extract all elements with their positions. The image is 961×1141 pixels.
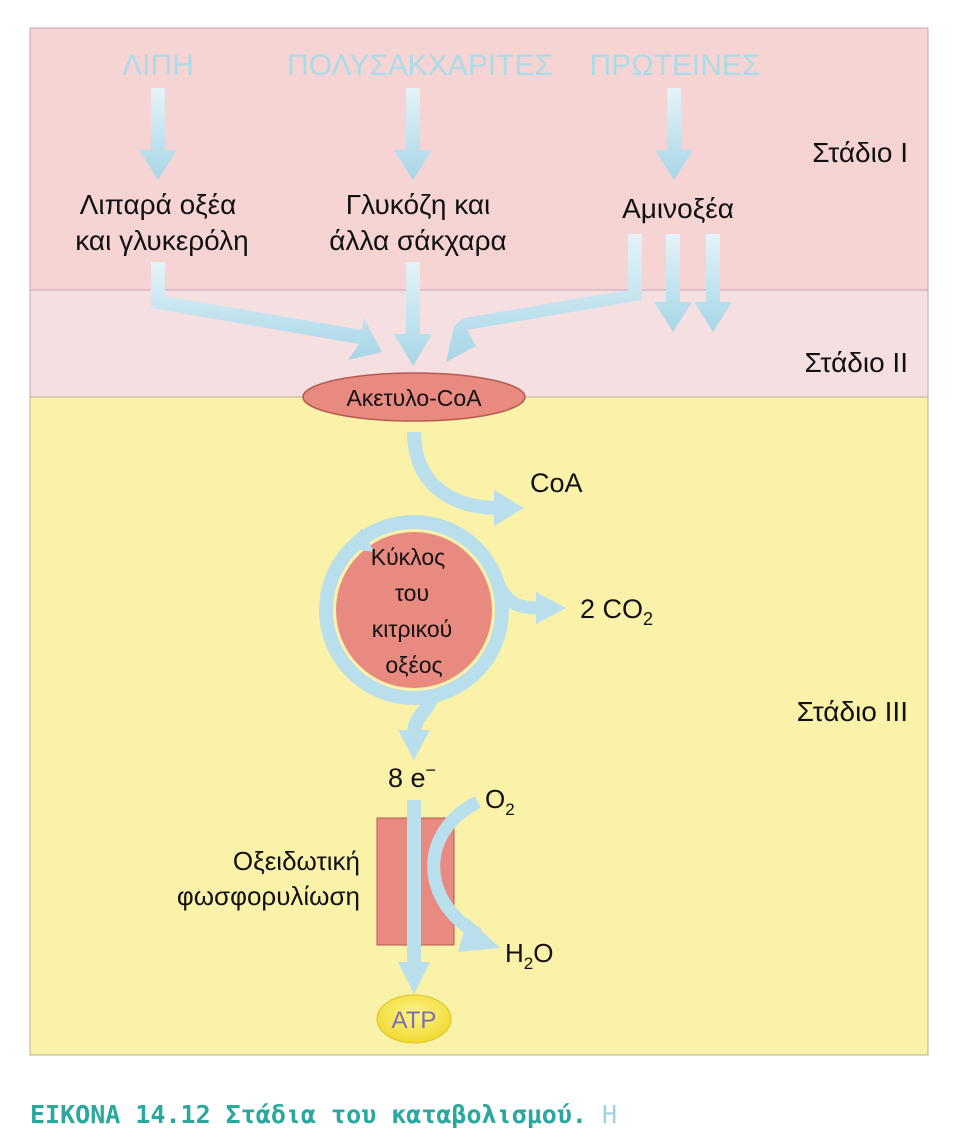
- citric-cycle-node: [336, 532, 492, 688]
- h2o-label: H2O: [505, 938, 553, 973]
- arrow-atp-head: [398, 962, 430, 994]
- arrow-o2-to-h2o: [427, 796, 482, 940]
- o2-label: O2: [485, 784, 515, 819]
- stage-2-arrows: [151, 234, 732, 366]
- atp-node: [376, 994, 452, 1044]
- product-fatty-acids-line2: και γλυκερόλη: [75, 225, 249, 256]
- product-fatty-acids-line1: Λιπαρά οξέα: [80, 189, 237, 220]
- coa-label: CoA: [530, 468, 583, 498]
- cycle-label-line2: του: [395, 580, 429, 606]
- arrow-lipids-down: [139, 88, 177, 180]
- product-glucose-line2: άλλα σάκχαρα: [329, 225, 506, 256]
- arrow-co2: [494, 584, 541, 615]
- arrow-h2o-head: [458, 918, 500, 952]
- arrow-glucose-to-acetyl: [394, 262, 432, 366]
- stage-3-band: [29, 396, 929, 1056]
- cycle-label-line1: Κύκλος: [371, 544, 445, 570]
- caption-label: ΕΙΚΟΝΑ 14.12 Στάδια του καταβολισμού.: [30, 1100, 587, 1129]
- stage-2-label: Στάδιο II: [804, 347, 908, 378]
- arrow-amino-branch-2: [694, 234, 732, 332]
- arrow-acetyl-into-cycle: [407, 431, 501, 515]
- stage-1-band: [29, 27, 929, 291]
- arrow-co2-head: [536, 592, 566, 624]
- product-glucose-line1: Γλυκόζη και: [346, 189, 491, 220]
- arrow-cycle-to-electrons: [407, 692, 439, 735]
- arrow-proteins-down: [655, 88, 693, 180]
- arrow-to-atp-shaft: [407, 800, 421, 968]
- arrow-polysaccharides-down: [394, 88, 432, 180]
- cycle-entry-arrow: [346, 528, 374, 552]
- stage-1-arrows: [139, 88, 693, 180]
- arrow-fatty-acids-to-acetyl: [151, 262, 382, 360]
- co2-label: 2 CO2: [580, 594, 653, 629]
- arrow-amino-branch-1: [654, 234, 692, 332]
- stage-3-label: Στάδιο III: [797, 696, 908, 727]
- source-polysaccharides: ΠΟΛΥΣΑΚΧΑΡΙΤΕΣ: [287, 49, 553, 82]
- oxphos-label-line2: φωσφορυλίωση: [177, 881, 360, 911]
- acetyl-coa-node: [302, 372, 526, 422]
- caption-continuation: Η: [601, 1100, 618, 1129]
- arrow-coa-head: [494, 490, 524, 526]
- electrons-label: 8 e−: [388, 760, 436, 793]
- cycle-label-line3: κιτρικού: [372, 616, 452, 642]
- arrow-electrons-head: [398, 730, 430, 760]
- product-amino-acids: Αμινοξέα: [622, 193, 734, 224]
- acetyl-to-cycle-arrows: [407, 431, 524, 526]
- stage-1-label: Στάδιο I: [812, 137, 908, 168]
- source-proteins: ΠΡΩΤΕΙΝΕΣ: [590, 49, 761, 82]
- cycle-label-line4: οξέος: [385, 652, 442, 678]
- acetyl-coa-label: Ακετυλο-CoA: [346, 385, 482, 411]
- oxphos-label-line1: Οξειδωτική: [233, 846, 360, 876]
- source-lipids: ΛΙΠΗ: [122, 49, 194, 82]
- atp-label: ATP: [392, 1007, 437, 1034]
- figure-caption: ΕΙΚΟΝΑ 14.12 Στάδια του καταβολισμού. Η: [30, 1100, 950, 1136]
- arrow-amino-to-acetyl: [446, 234, 642, 362]
- citric-cycle-ring: [319, 515, 509, 705]
